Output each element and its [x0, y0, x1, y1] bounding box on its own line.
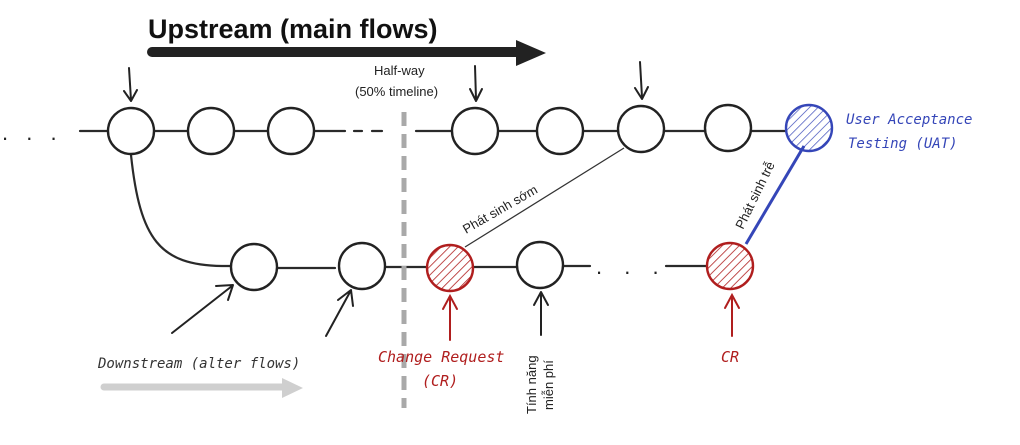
upstream-node-3 [266, 106, 316, 156]
upstream-line: . . . [2, 120, 788, 145]
downstream-ellipsis: . . . [596, 254, 667, 279]
upstream-node-6 [616, 104, 666, 154]
uat-node [784, 103, 834, 153]
free-feature-node [515, 240, 565, 290]
early-label: Phát sinh sớm [460, 182, 540, 237]
arrow-into-downstream-node-2 [325, 289, 354, 337]
arrow-under-cr [724, 292, 740, 337]
upstream-node-7 [703, 103, 753, 153]
arrow-into-upstream-node-6 [634, 61, 649, 100]
downstream-label: Downstream (alter flows) [97, 356, 300, 372]
arrow-into-upstream-node-1 [123, 67, 138, 102]
arrow-into-downstream-node-1 [171, 284, 234, 334]
diagram-title: Upstream (main flows) [148, 14, 438, 44]
downstream-node-1 [229, 242, 279, 292]
branch-curve [129, 153, 233, 268]
late-label: Phát sinh trễ [732, 159, 777, 231]
late-connection-line [744, 145, 806, 245]
uat-label-line1: User Acceptance [846, 112, 972, 128]
uat-label-line2: Testing (UAT) [848, 136, 958, 152]
cr-node [705, 241, 755, 291]
halfway-label-line2: (50% timeline) [355, 84, 438, 99]
early-connection-line [464, 147, 625, 248]
upstream-leading-ellipsis: . . . [2, 120, 63, 145]
upstream-node-2 [186, 106, 236, 156]
upstream-node-4 [450, 106, 500, 156]
downstream-node-2 [337, 241, 387, 291]
downstream-arrowhead [282, 378, 303, 398]
upstream-node-5 [535, 106, 585, 156]
cr-label: CR [721, 348, 739, 366]
arrow-under-free-feature [533, 291, 549, 336]
change-request-label-line1: Change Request [378, 348, 504, 366]
arrow-into-upstream-node-4 [469, 65, 483, 102]
free-feature-label-line2: miễn phí [541, 360, 556, 410]
free-feature-label-line1: Tính năng [524, 355, 539, 414]
halfway-label-line1: Half-way [374, 63, 425, 78]
change-request-node [425, 243, 475, 293]
change-request-label-line2: (CR) [422, 372, 458, 390]
main-flow-arrowhead [516, 40, 546, 66]
upstream-node-1 [106, 106, 156, 156]
arrow-under-change-request [442, 293, 458, 341]
